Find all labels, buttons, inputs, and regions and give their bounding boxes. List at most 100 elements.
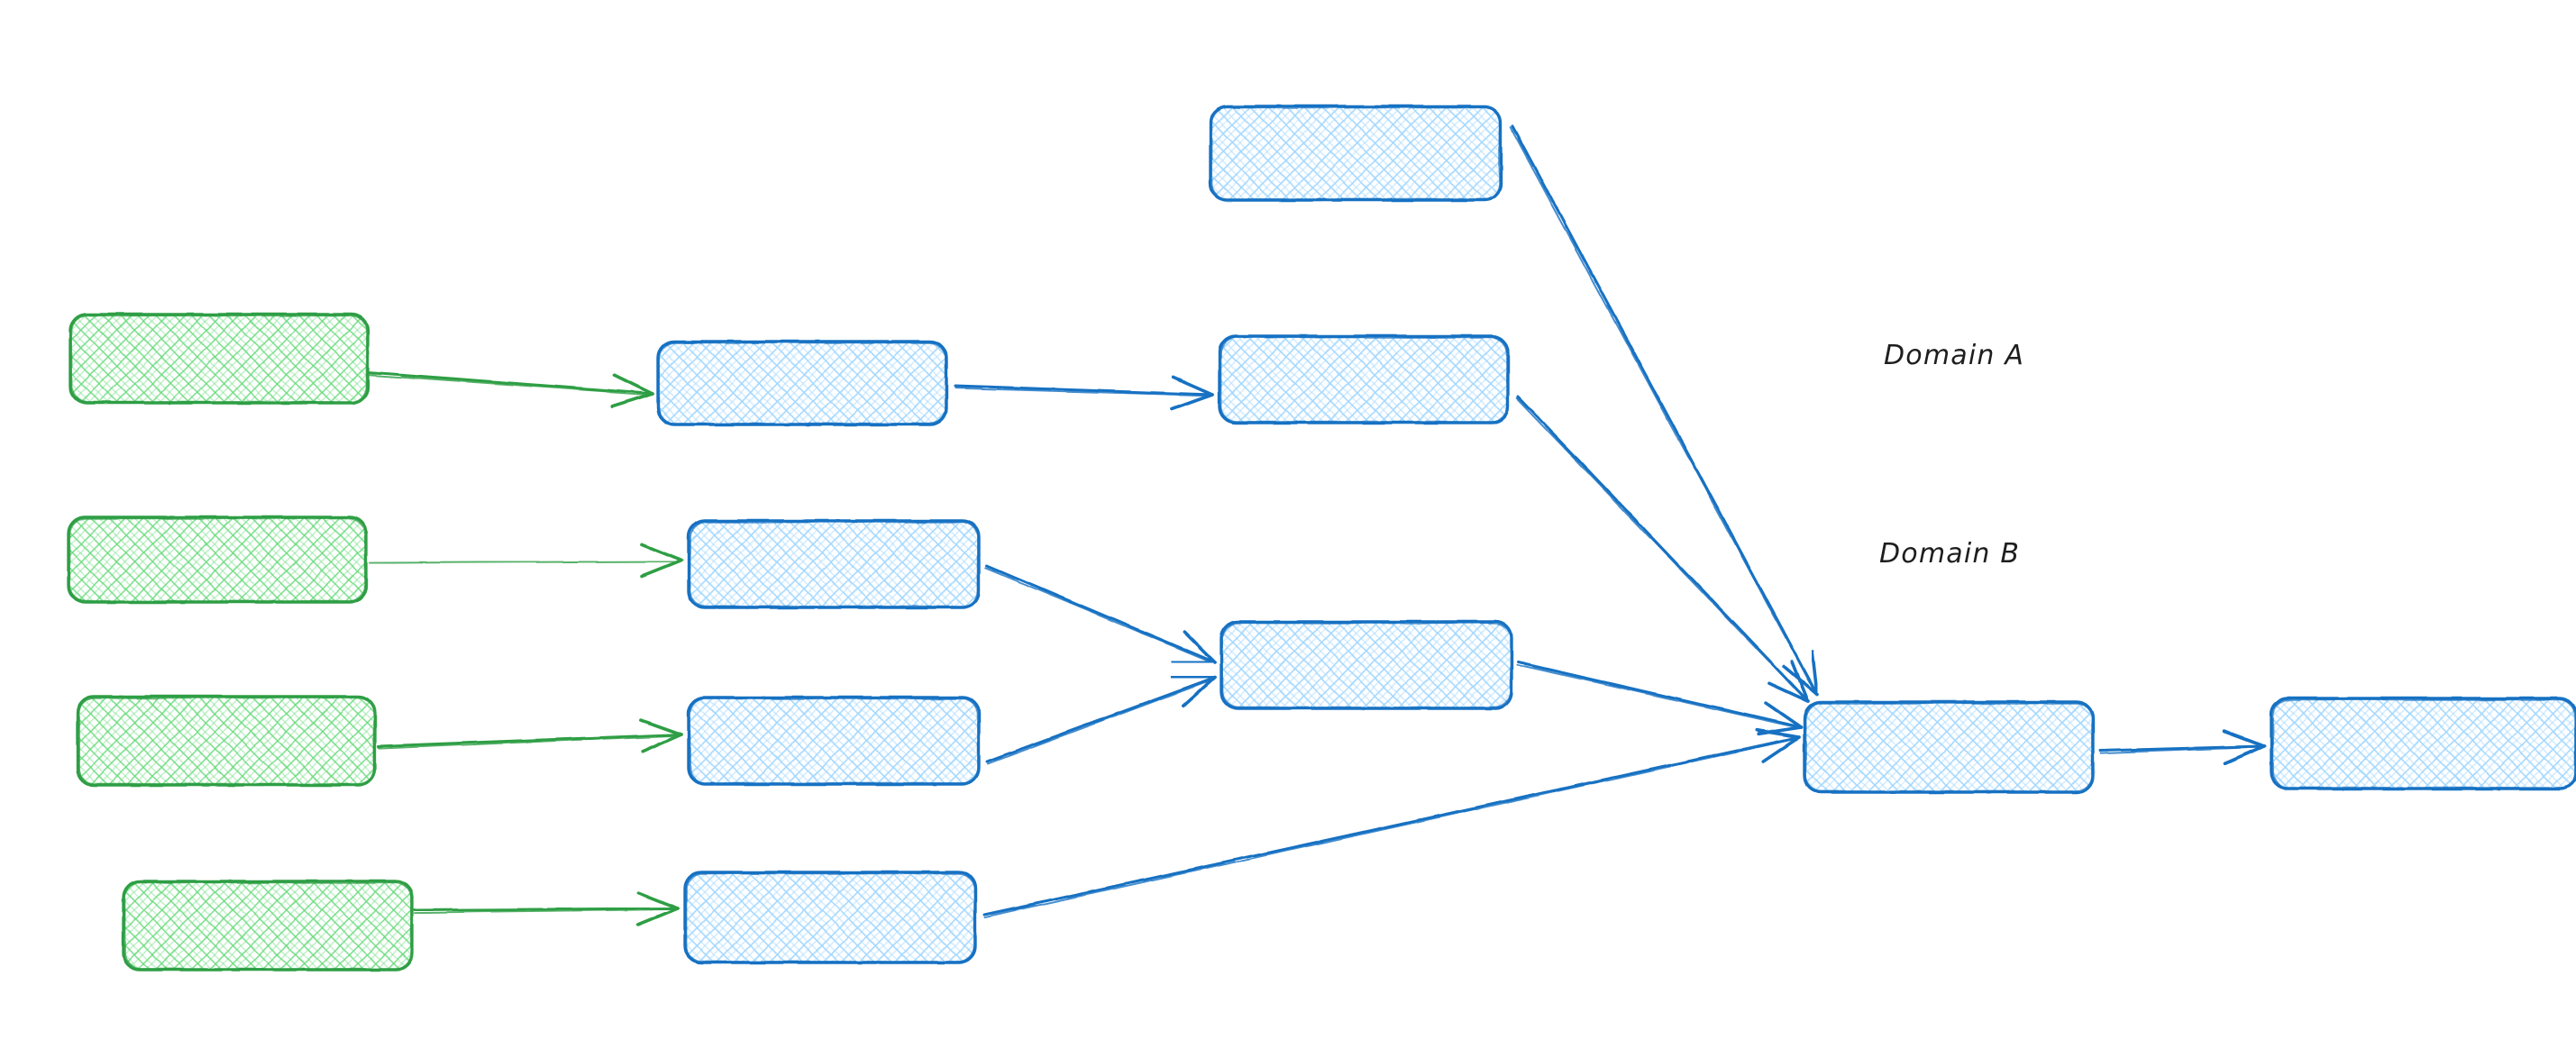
node-outline-sketch [2271, 698, 2576, 789]
node-fill-hatch-b [1219, 336, 1508, 423]
node-outline-sketch [658, 342, 947, 425]
node-fill-hatch-b [658, 342, 946, 424]
edge-blue-1-to-blue-2[interactable] [954, 376, 1214, 411]
node-fill-hatch-b [123, 881, 412, 970]
arrowhead-wing-upper [2223, 744, 2266, 765]
edge-shaft-sketch [366, 373, 648, 396]
edge-blue-5-to-blue-7[interactable] [982, 728, 1801, 918]
arrowhead-wing-upper [640, 733, 683, 754]
edge-shaft [377, 733, 678, 748]
arrowhead-wing-upper [640, 559, 683, 579]
edge-blue-top-to-blue-7[interactable] [1509, 124, 1819, 696]
node-outline-sketch [1221, 622, 1512, 709]
node-fill-hatch-b [2271, 698, 2576, 789]
arrowhead-wing-upper [636, 907, 680, 926]
arrowhead-wing-upper [1170, 660, 1217, 664]
node-fill-hatch-b [1210, 106, 1501, 200]
node-outline-sketch [1210, 106, 1502, 201]
arrowhead-wing-lower [1183, 630, 1217, 664]
blue-node-6[interactable] [1219, 620, 1513, 710]
edge-shaft [413, 907, 674, 912]
arrowhead-wing-lower [1170, 674, 1217, 680]
edge-shaft [985, 678, 1211, 763]
blue-node-1[interactable] [656, 340, 948, 426]
arrowhead-wing-lower [2222, 729, 2266, 748]
edge-shaft-sketch [954, 387, 1208, 397]
edge-shaft [1511, 124, 1816, 691]
edge-shaft-sketch [983, 738, 1795, 918]
edge-green-2-to-blue-3[interactable] [368, 543, 683, 579]
edge-shaft-sketch [414, 908, 674, 914]
blue-node-8[interactable] [2270, 697, 2576, 790]
arrowhead-wing-upper [1170, 393, 1214, 411]
node-outline-sketch [689, 521, 980, 608]
green-node-3[interactable] [76, 695, 377, 787]
arrowhead-wing-upper [1761, 735, 1801, 763]
edge-blue-2-to-blue-7[interactable] [1515, 395, 1810, 703]
blue-node-3[interactable] [687, 519, 981, 609]
node-fill-hatch-b [689, 698, 979, 784]
green-node-1[interactable] [69, 313, 370, 405]
arrowhead-wing-lower [1171, 376, 1214, 397]
edge-green-3-to-blue-4[interactable] [377, 718, 683, 754]
edge-shaft-sketch [1509, 126, 1815, 691]
blue-node-5[interactable] [683, 871, 977, 964]
blue-node-7[interactable] [1803, 700, 2095, 794]
edge-blue-7-to-blue-8[interactable] [2098, 729, 2266, 765]
domain-a-label: Domain A [1884, 340, 2024, 371]
domain-b-label: Domain B [1879, 538, 2020, 570]
edge-blue-4-to-blue-6[interactable] [985, 674, 1217, 765]
node-outline-sketch [685, 872, 976, 963]
arrowhead-wing-lower [1764, 701, 1803, 729]
node-outline-sketch [70, 315, 369, 404]
arrowhead-wing-lower [640, 543, 683, 562]
edge-green-1-to-blue-1[interactable] [366, 370, 654, 409]
arrowhead-wing-lower [636, 890, 680, 910]
node-fill-hatch-b [685, 872, 975, 962]
arrowhead-wing-lower [1790, 660, 1810, 703]
node-fill-hatch-b [689, 521, 979, 607]
blue-node-4[interactable] [687, 696, 981, 786]
arrowhead-wing-lower [612, 373, 654, 396]
edge-shaft [366, 370, 649, 396]
edge-shaft [985, 564, 1211, 662]
arrowhead-wing-lower [639, 718, 683, 736]
arrowhead-wing-lower [1755, 728, 1801, 739]
node-fill-hatch-b [69, 517, 366, 602]
blue-node-2[interactable] [1218, 334, 1510, 424]
edge-shaft [1516, 661, 1797, 728]
node-fill-hatch-b [1221, 622, 1512, 708]
node-outline-sketch [69, 517, 367, 603]
edge-shaft-sketch [984, 567, 1211, 662]
arrowhead-wing-upper [1768, 681, 1810, 703]
arrowhead-wing-upper [609, 392, 654, 409]
edge-shaft-sketch [2099, 746, 2261, 754]
edge-blue-3-to-blue-6[interactable] [984, 564, 1217, 664]
arrowhead-wing-upper [1181, 676, 1217, 708]
edge-shaft-sketch [1515, 397, 1805, 699]
node-fill-hatch-b [1804, 702, 2093, 792]
edge-shaft-sketch [986, 680, 1211, 765]
green-node-4[interactable] [122, 880, 414, 971]
edge-blue-6-to-blue-7[interactable] [1516, 661, 1803, 736]
edge-shaft [982, 736, 1795, 917]
edge-shaft-sketch [1516, 663, 1796, 728]
node-outline-sketch [78, 697, 376, 786]
node-fill-hatch-b [78, 697, 375, 785]
blue-node-top[interactable] [1209, 105, 1503, 202]
node-outline-sketch [1804, 702, 2094, 793]
node-outline-sketch [689, 698, 980, 785]
node-outline-sketch [123, 881, 413, 971]
arrowhead-wing-lower [1810, 650, 1819, 696]
node-fill-hatch-b [70, 315, 368, 403]
edge-shaft-sketch [369, 561, 677, 564]
edge-shaft [1516, 395, 1806, 699]
edge-shaft [954, 384, 1209, 397]
edges-layer [366, 124, 2266, 926]
green-node-2[interactable] [67, 515, 368, 604]
edge-green-4-to-blue-5[interactable] [413, 890, 680, 926]
nodes-layer [67, 105, 2576, 971]
node-outline-sketch [1219, 336, 1509, 424]
